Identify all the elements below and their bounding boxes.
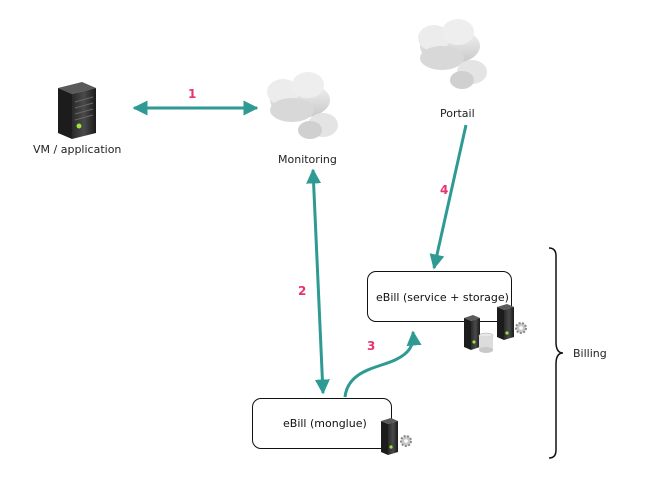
cloud-icon	[418, 19, 487, 89]
edge-4-label: 4	[440, 183, 449, 197]
vm-label: VM / application	[33, 143, 122, 156]
edge-4-arrow	[429, 124, 468, 270]
portail-label: Portail	[440, 107, 475, 120]
edge-2-arrow	[306, 168, 330, 395]
monitoring-label: Monitoring	[278, 153, 337, 166]
ebill-monglue-node: eBill (monglue)	[252, 398, 392, 449]
edge-2-label: 2	[298, 284, 307, 298]
ebill-monglue-label: eBill (monglue)	[283, 417, 367, 430]
billing-label: Billing	[573, 347, 607, 360]
server-icon	[58, 82, 96, 139]
edge-3-label: 3	[367, 339, 376, 353]
ebill-storage-label: eBill (service + storage)	[376, 291, 509, 304]
cloud-icon	[267, 72, 338, 139]
edge-3-arrow	[343, 330, 422, 398]
ebill-storage-node: eBill (service + storage)	[367, 271, 512, 322]
edge-1-label: 1	[188, 87, 197, 101]
billing-brace	[548, 247, 564, 459]
